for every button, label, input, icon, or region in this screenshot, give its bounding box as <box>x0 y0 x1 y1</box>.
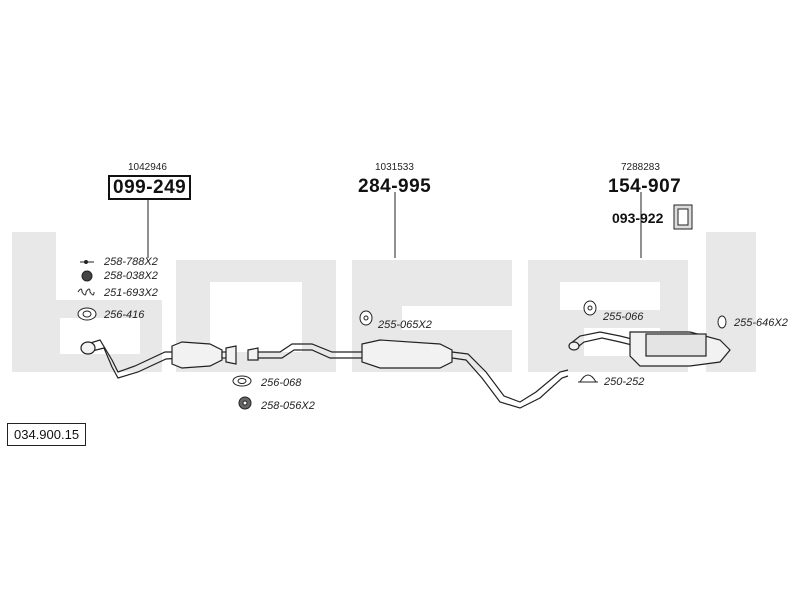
front-part-number[interactable]: 099-249 <box>108 175 192 200</box>
rear-ref-number: 7288283 <box>621 162 660 173</box>
hardware-icons <box>77 204 727 410</box>
part-label[interactable]: 251-693X2 <box>104 287 158 299</box>
diagram-id: 034.900.15 <box>7 423 87 446</box>
part-label[interactable]: 256-068 <box>261 377 302 389</box>
part-label[interactable]: 255-066 <box>603 311 644 323</box>
part-label[interactable]: 258-056X2 <box>261 400 315 412</box>
rear-part-number[interactable]: 154-907 <box>608 176 682 197</box>
bracket-part-number[interactable]: 093-922 <box>612 210 664 226</box>
part-label[interactable]: 255-065X2 <box>378 319 432 331</box>
part-label[interactable]: 258-038X2 <box>104 270 158 282</box>
front-ref-number: 1042946 <box>128 162 167 173</box>
part-label[interactable]: 256-416 <box>104 309 145 321</box>
part-label[interactable]: 250-252 <box>604 376 645 388</box>
part-label[interactable]: 255-646X2 <box>734 317 788 329</box>
leader-lines <box>147 192 642 258</box>
front-pipe-drawing <box>80 339 237 379</box>
part-label[interactable]: 258-788X2 <box>104 256 158 268</box>
rear-silencer-drawing <box>568 331 731 367</box>
middle-ref-number: 1031533 <box>375 162 414 173</box>
middle-part-number[interactable]: 284-995 <box>358 176 432 197</box>
middle-section-drawing <box>247 339 569 409</box>
